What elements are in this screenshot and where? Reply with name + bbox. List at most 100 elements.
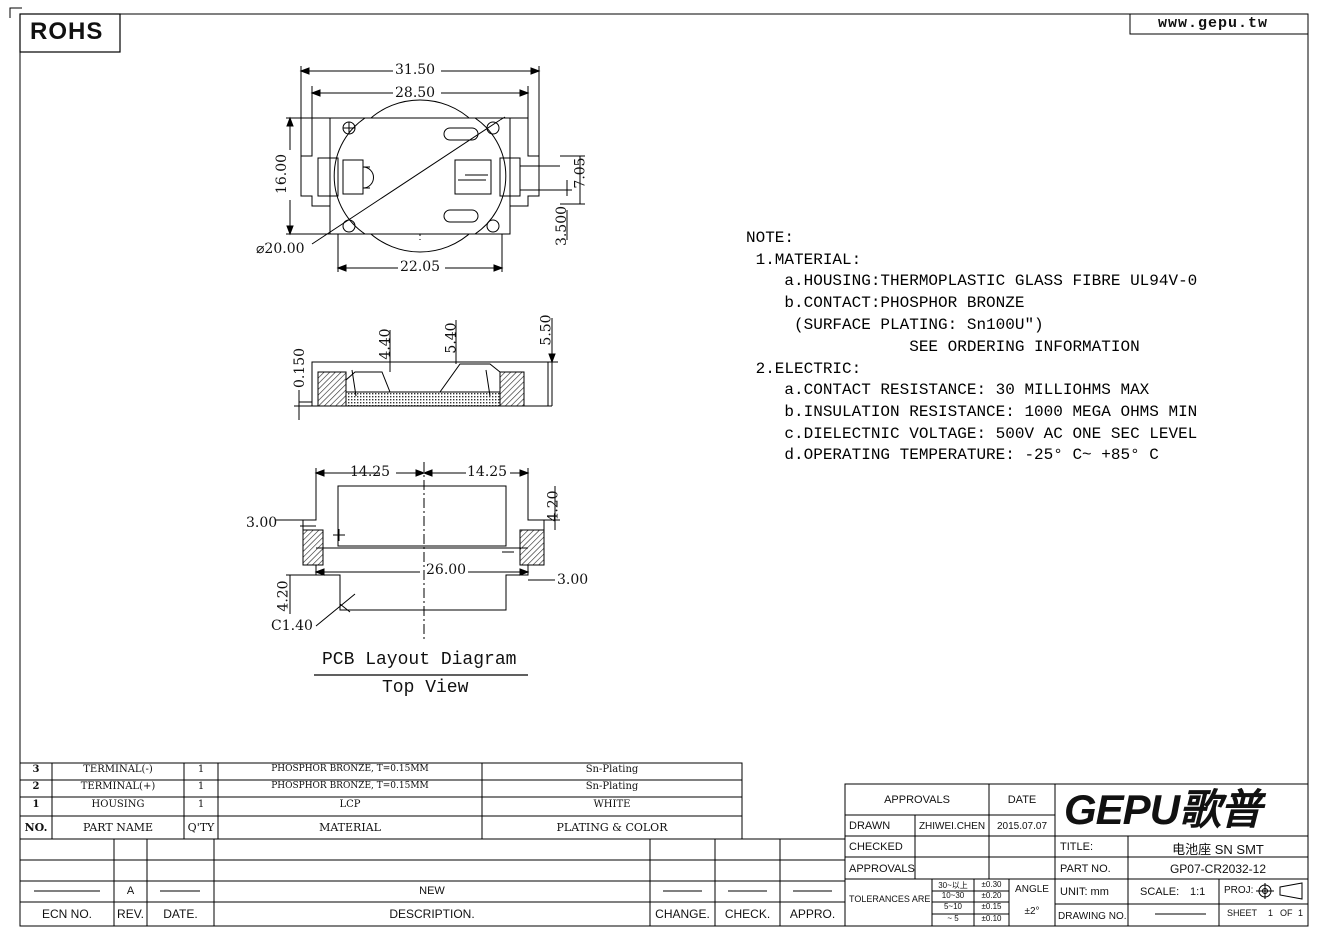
layout-subtitle: Top View — [382, 678, 469, 698]
tol-value-3: ±0.10 — [981, 914, 1002, 923]
side-view — [294, 318, 558, 420]
tb-angle-tol: ±2° — [1024, 906, 1040, 917]
dim-0-150: 0.150 — [292, 347, 309, 389]
dim-7-05: 7.05 — [572, 157, 589, 189]
tb-drawn-by: ZHIWEI.CHEN — [918, 821, 986, 832]
tb-sheet-total: 1 — [1298, 908, 1304, 918]
note-line-3: b.CONTACT:PHOSPHOR BRONZE — [746, 294, 1025, 312]
tb-unit: UNIT: mm — [1060, 886, 1109, 898]
tb-part-no: GP07-CR2032-12 — [1169, 862, 1267, 876]
dim-c1-40: C1.40 — [271, 618, 313, 634]
layout-title: PCB Layout Diagram — [322, 650, 517, 670]
revision-desc: NEW — [419, 885, 445, 897]
tb-scale: 1:1 — [1190, 886, 1206, 898]
tb-date-header: DATE — [1007, 794, 1037, 806]
dim-31-50: 31.50 — [395, 62, 436, 78]
revision-header-desc: DESCRIPTION. — [389, 907, 475, 921]
dim-28-50: 28.50 — [395, 85, 436, 101]
dim-14-25-left: 14.25 — [350, 464, 391, 480]
tb-drawing-no-label: DRAWING NO. — [1058, 911, 1127, 922]
top-view — [286, 66, 585, 272]
dim-4-40: 4.40 — [377, 328, 394, 360]
note-line-0: NOTE: — [746, 229, 795, 247]
tb-drawn-date: 2015.07.07 — [996, 821, 1048, 832]
bom-row-3-part: TERMINAL(-) — [83, 764, 153, 775]
website-label: www.gepu.tw — [1158, 15, 1269, 32]
tb-part-label: PART NO. — [1060, 863, 1111, 875]
note-line-6: 2.ELECTRIC: — [746, 360, 862, 378]
note-line-10: d.OPERATING TEMPERATURE: -25° C~ +85° C — [746, 446, 1159, 464]
revision-rev: A — [126, 885, 135, 897]
note-line-9: c.DIELECTNIC VOLTAGE: 500V AC ONE SEC LE… — [746, 425, 1198, 443]
note-line-2: a.HOUSING:THERMOPLASTIC GLASS FIBRE UL94… — [746, 272, 1198, 290]
rohs-box — [19, 13, 121, 53]
tb-angle-label: ANGLE — [1015, 884, 1049, 895]
bom-row-2-plating: Sn-Plating — [585, 781, 639, 792]
tb-sheet-of: OF — [1280, 908, 1293, 918]
dim-3-00-right: 3.00 — [557, 572, 589, 588]
tol-range-0: 30~以上 — [938, 881, 968, 890]
dim-22-05: 22.05 — [400, 259, 441, 275]
tb-approvals-label: APPROVALS — [849, 863, 915, 875]
tb-checked-label: CHECKED — [849, 841, 903, 853]
tb-approvals-header: APPROVALS — [884, 794, 950, 806]
tol-range-2: 5~10 — [943, 902, 963, 911]
revision-header-change: CHANGE. — [655, 907, 710, 921]
bom-row-3-no: 3 — [32, 764, 40, 775]
bom-row-1-material: LCP — [339, 799, 361, 810]
bom-row-3-material: PHOSPHOR BRONZE, T=0.15MM — [271, 764, 429, 774]
note-line-5: SEE ORDERING INFORMATION — [746, 338, 1140, 356]
tb-tolerances-label: TOLERANCES ARE — [849, 894, 931, 904]
bom-row-2-no: 2 — [32, 781, 40, 792]
bom-row-2-material: PHOSPHOR BRONZE, T=0.15MM — [271, 781, 429, 791]
tb-scale-label: SCALE: — [1140, 886, 1180, 898]
revision-header-rev: REV. — [117, 907, 144, 921]
rohs-label: ROHS — [30, 18, 104, 45]
revision-header-appro: APPRO. — [789, 907, 836, 921]
dim-dia-20-00: ⌀20.00 — [256, 241, 305, 257]
bom-row-1-no: 1 — [32, 799, 40, 810]
tb-drawn-label: DRAWN — [849, 820, 891, 832]
bom-row-1-plating: WHITE — [593, 799, 631, 810]
bom-header-part: PART NAME — [82, 821, 154, 834]
bom-header-material: MATERIAL — [319, 821, 381, 834]
revision-header-ecn: ECN NO. — [41, 907, 92, 921]
tol-value-0: ±0.30 — [981, 880, 1002, 889]
tol-range-3: ~ 5 — [947, 914, 959, 923]
bom-row-3-qty: 1 — [197, 764, 205, 775]
tb-title: 电池座 SN SMT — [1172, 842, 1264, 857]
note-line-1: 1.MATERIAL: — [746, 251, 862, 269]
bom-row-2-part: TERMINAL(+) — [80, 781, 156, 792]
bom-row-3-plating: Sn-Plating — [585, 764, 639, 775]
pcb-layout-view — [275, 462, 560, 676]
revision-header-check: CHECK. — [724, 907, 771, 921]
note-line-8: b.INSULATION RESISTANCE: 1000 MEGA OHMS … — [746, 403, 1198, 421]
dim-5-50: 5.50 — [538, 314, 555, 346]
gepu-logo: GEPU歌普 — [1064, 786, 1262, 833]
tb-sheet-label: SHEET — [1227, 908, 1258, 918]
website-box — [1129, 13, 1309, 35]
bom-row-1-part: HOUSING — [91, 799, 145, 810]
bom-row-2-qty: 1 — [197, 781, 205, 792]
tol-range-1: 10~30 — [941, 891, 965, 900]
bom-row-1-qty: 1 — [197, 799, 205, 810]
note-line-4: (SURFACE PLATING: Sn100U″) — [746, 316, 1044, 334]
bom-header-qty: Q'TY — [187, 821, 215, 834]
tb-title-label: TITLE: — [1060, 841, 1094, 853]
dim-4-20-left: 4.20 — [275, 580, 292, 612]
bom-header-no: NO. — [24, 821, 48, 834]
revision-header-date: DATE. — [163, 907, 198, 921]
dim-14-25-right: 14.25 — [467, 464, 508, 480]
dim-16-00: 16.00 — [274, 153, 291, 195]
revision-table — [20, 784, 846, 927]
bom-header-plating: PLATING & COLOR — [556, 821, 668, 834]
dim-3-500: 3.500 — [554, 205, 571, 247]
tb-proj-label: PROJ: — [1224, 885, 1254, 896]
note-line-7: a.CONTACT RESISTANCE: 30 MILLIOHMS MAX — [746, 381, 1150, 399]
tol-value-2: ±0.15 — [981, 902, 1002, 911]
dim-26-00: 26.00 — [426, 562, 467, 578]
dim-3-00-left: 3.00 — [246, 515, 278, 531]
tb-sheet-no: 1 — [1268, 908, 1274, 918]
dim-4-20-right: 4.20 — [545, 490, 562, 522]
